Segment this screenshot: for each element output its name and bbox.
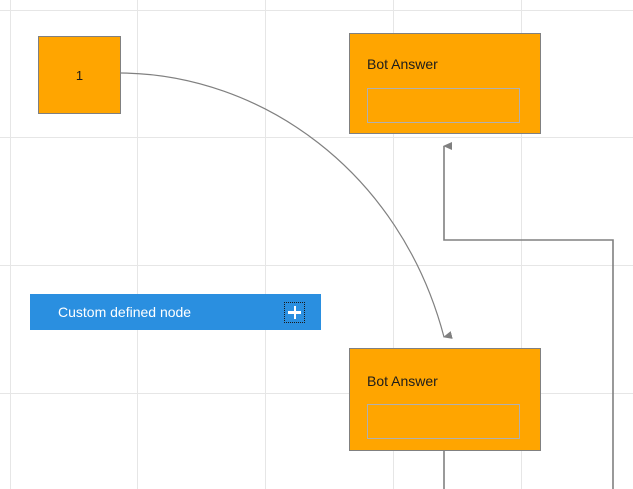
plus-icon[interactable] [284, 301, 305, 323]
node-bot-answer-bottom-title: Bot Answer [367, 373, 438, 389]
connector-curved-edge[interactable] [120, 72, 453, 339]
node-bot-answer-top-title: Bot Answer [367, 56, 438, 72]
node-bot-answer-top[interactable]: Bot Answer [349, 33, 541, 134]
node-1[interactable]: 1 [38, 36, 121, 114]
node-1-label: 1 [75, 67, 84, 83]
connector-orthogonal-edge[interactable] [443, 142, 614, 489]
node-bot-answer-top-field[interactable] [367, 88, 520, 123]
node-bot-answer-bottom-field[interactable] [367, 404, 520, 439]
custom-defined-node-button[interactable]: Custom defined node [30, 294, 321, 330]
node-bot-answer-bottom[interactable]: Bot Answer [349, 348, 541, 451]
custom-defined-node-label: Custom defined node [58, 304, 192, 320]
